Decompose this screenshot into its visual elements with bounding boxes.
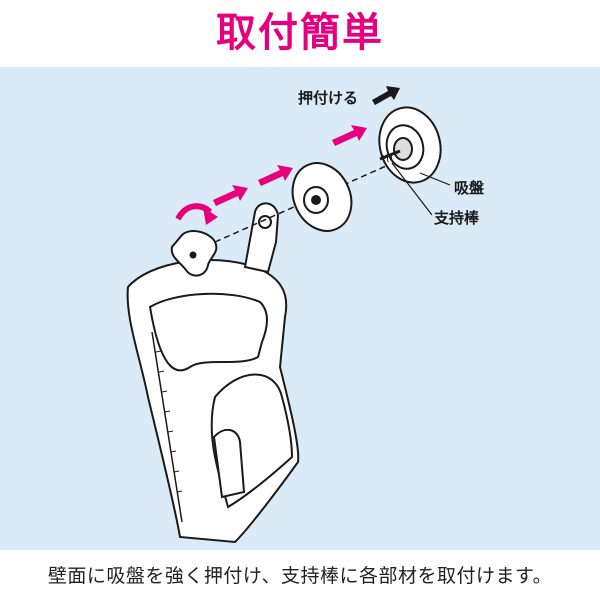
push-label: 押付ける	[298, 89, 359, 107]
illustration-panel: 押付ける 吸盤 支持棒	[0, 67, 600, 550]
push-arrow	[372, 86, 400, 105]
caption: 壁面に吸盤を強く押付け、支持棒に各部材を取付けます。	[47, 565, 553, 587]
rotate-arrow	[175, 203, 213, 221]
page-title: 取付簡単	[216, 10, 384, 56]
cup-holder	[126, 258, 300, 544]
rotate-arrowhead	[203, 207, 218, 225]
installation-diagram	[126, 86, 451, 544]
support-rod-label: 支持棒	[434, 209, 480, 227]
knob	[170, 230, 218, 277]
mount-disc	[291, 162, 353, 232]
holder-rim-ticks	[151, 331, 183, 523]
move-arrows	[213, 125, 367, 206]
suction-cup-label: 吸盤	[454, 179, 485, 197]
mounting-bracket	[243, 202, 280, 274]
suction-cup	[378, 106, 442, 184]
assembly-axis	[214, 161, 396, 243]
suction-leader	[419, 172, 451, 186]
rod-leader	[391, 162, 433, 216]
